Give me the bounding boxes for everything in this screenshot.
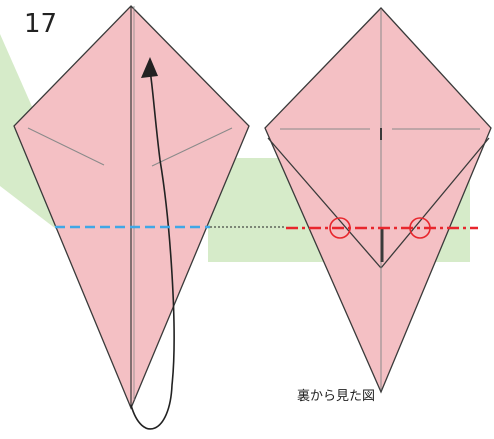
view-caption: 裏から見た図 [297,389,375,404]
fold-arrow-icon [130,69,175,430]
pivot-circle-left-icon [329,217,351,239]
arrowhead-icon [141,57,158,78]
left-diagonal-crease [27,127,105,166]
right-kite-paper [264,7,492,394]
left-kite-model [13,5,250,410]
step-number: 17 [24,9,57,39]
right-diagonal-crease [151,127,233,167]
pivot-circle-right-icon [409,217,431,239]
right-kite-model [264,7,492,394]
